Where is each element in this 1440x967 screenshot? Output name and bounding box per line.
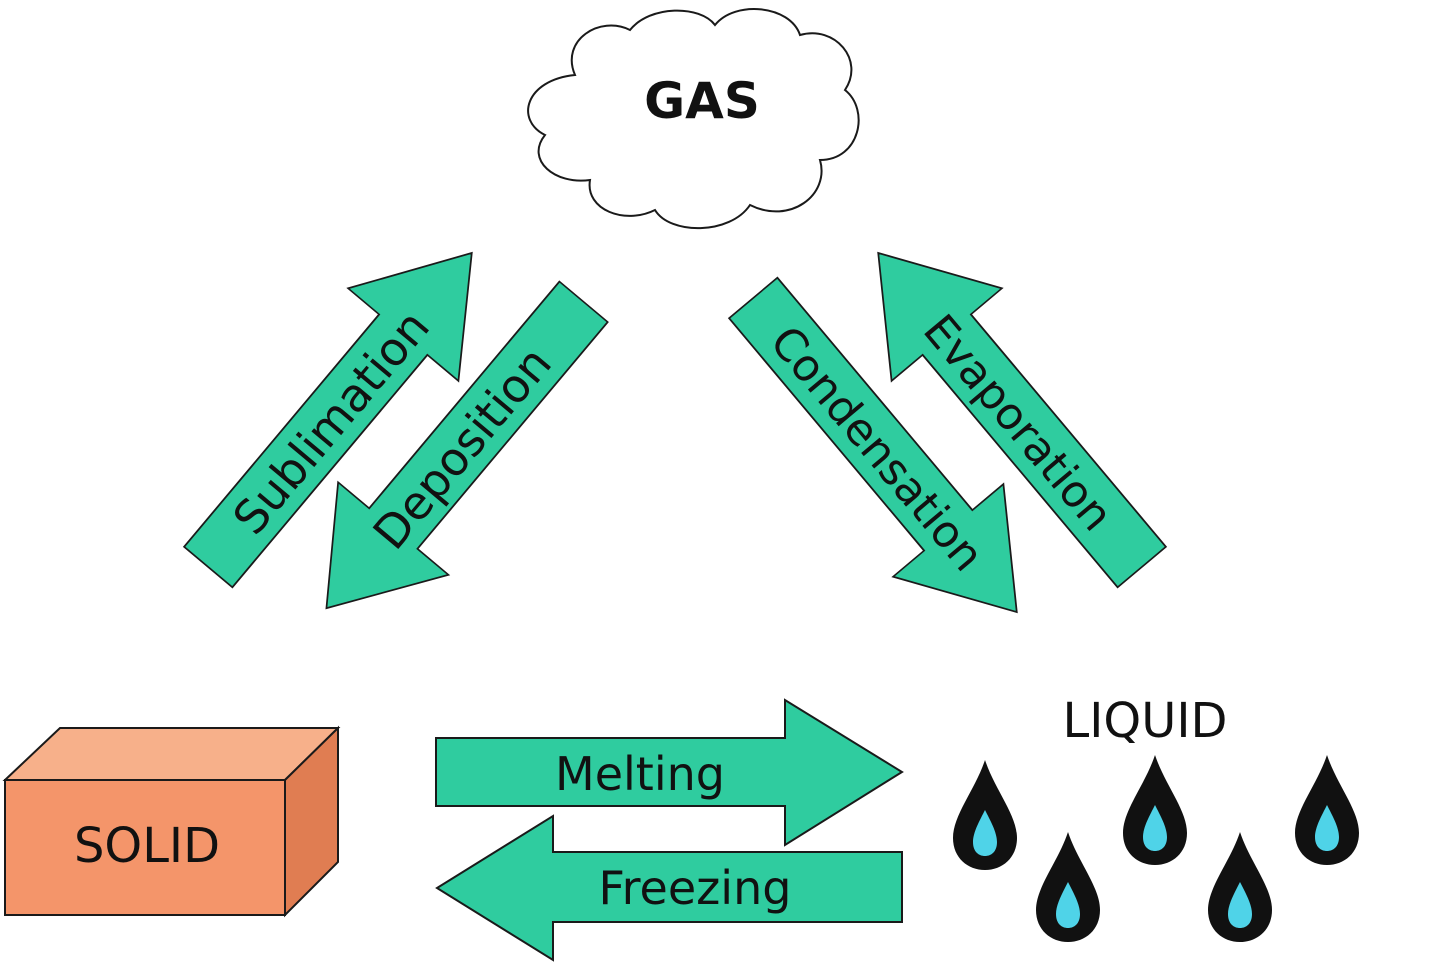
melting-arrow: Melting	[435, 698, 904, 847]
gas-cloud-icon: GAS	[527, 8, 860, 230]
water-drop-icon	[953, 760, 1017, 870]
melting-label: Melting	[555, 747, 725, 801]
water-drops-icon	[953, 755, 1359, 942]
gas-label: GAS	[644, 72, 760, 130]
water-drop-icon	[1208, 832, 1272, 942]
water-drop-icon	[1295, 755, 1359, 865]
water-drop-icon	[1123, 755, 1187, 865]
liquid-label: LIQUID	[1063, 693, 1228, 749]
solid-box-icon: SOLID	[2, 725, 341, 918]
solid-label: SOLID	[74, 818, 220, 874]
freezing-arrow: Freezing	[435, 814, 903, 962]
water-drop-icon	[1036, 832, 1100, 942]
freezing-label: Freezing	[599, 861, 792, 915]
